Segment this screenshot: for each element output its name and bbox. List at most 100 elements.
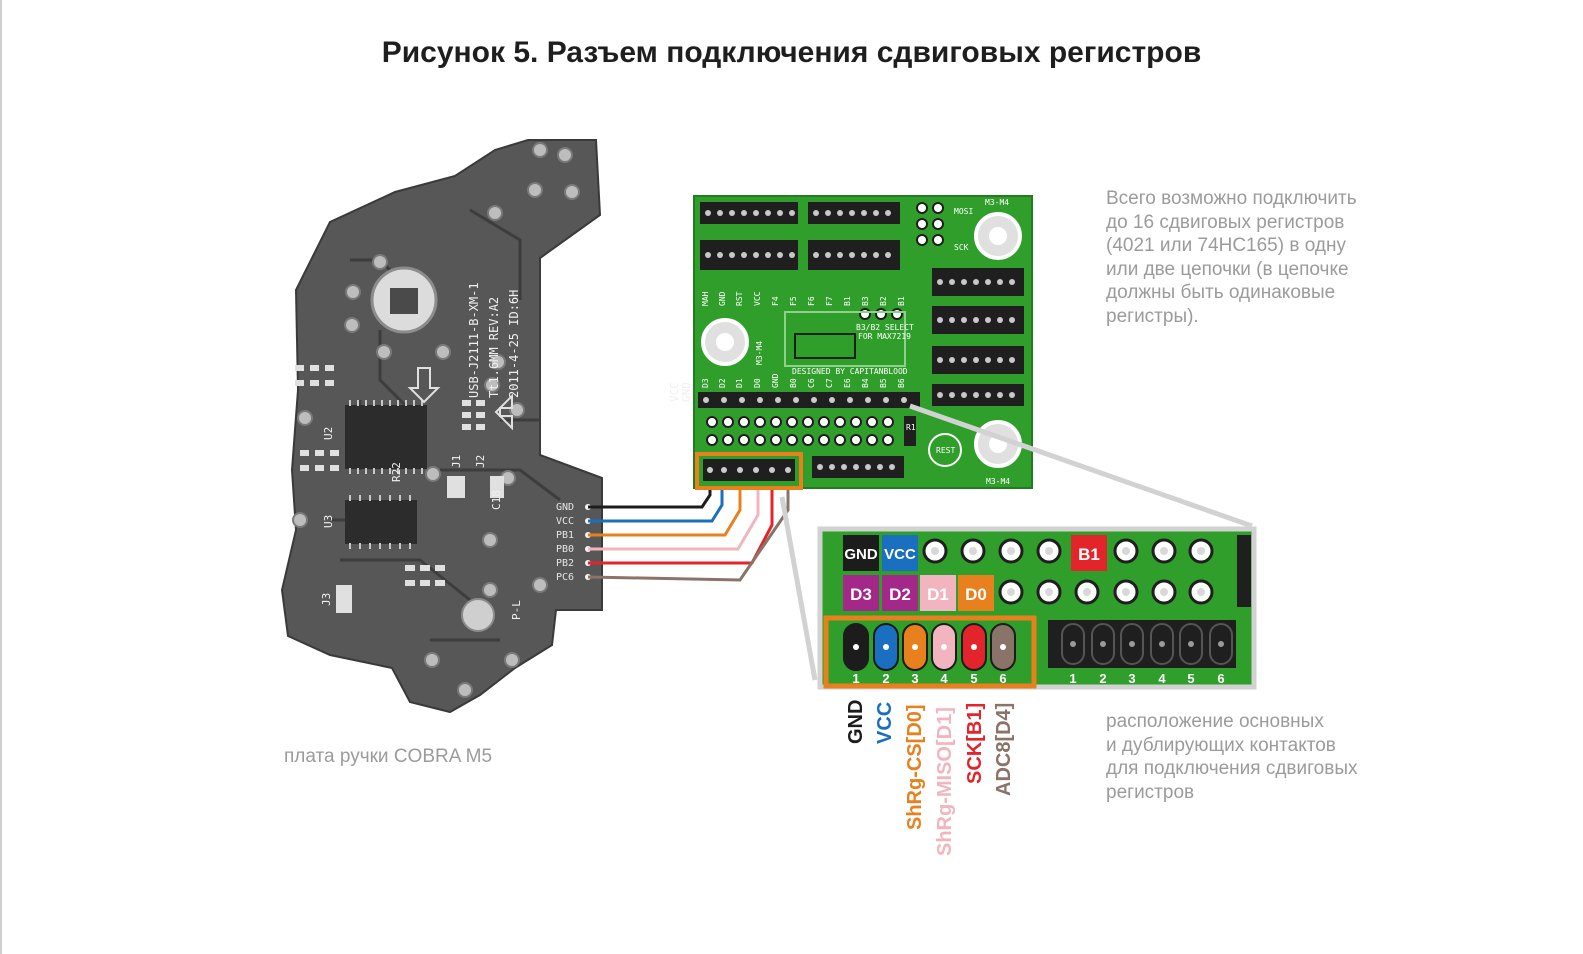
green-reset-button (928, 433, 962, 467)
cobra-connector-pins: GND VCC PB1 PB0 PB2 PC6 (556, 502, 574, 583)
pad-d3 (843, 575, 879, 611)
green-label-mosi: MOSI (954, 207, 973, 216)
green-pin-row-labels: MAH GND RST VCC F4 F5 F6 F7 B1 B3 B2 B1 (701, 291, 906, 306)
green-silk-text: MOSI SCK M3-M4 B3/B2 SELECT FOR MAX7219 … (755, 198, 1010, 486)
svg-text:B4: B4 (861, 378, 870, 388)
cobra-pin-pc6: PC6 (556, 572, 574, 583)
svg-text:D3: D3 (701, 378, 710, 388)
cobra-ref-j1: J1 (450, 455, 463, 468)
pad-label-vcc: VCC (884, 546, 916, 563)
svg-text:5: 5 (970, 671, 977, 686)
cobra-ref-pl: P-L (510, 600, 523, 620)
wire-gnd (588, 462, 712, 509)
signal-label-gnd: GND (845, 699, 867, 744)
svg-text:B6: B6 (897, 378, 906, 388)
green-max-inner (794, 333, 856, 359)
cobra-side-gnd: GND (680, 382, 693, 402)
signal-label-vcc: VCC (874, 701, 896, 744)
green-connector-body (703, 459, 795, 481)
cobra-silk-line-3: 2011-4-25 ID:6H (507, 290, 521, 398)
green-r1-component (904, 416, 916, 446)
green-board: MOSI SCK M3-M4 B3/B2 SELECT FOR MAX7219 … (693, 195, 1033, 490)
cobra-pads (292, 142, 580, 698)
green-pin-row-dots (703, 397, 907, 403)
svg-text:RST: RST (735, 291, 744, 306)
signal-label-adc: ADC8[D4] (993, 702, 1015, 796)
note-top: Всего возможно подключить до 16 сдвиговы… (1106, 188, 1357, 327)
cobra-board-outline (280, 139, 603, 714)
cobra-ref-c18: C18 (490, 490, 503, 510)
zoom-connector-numbers: 1 2 3 4 5 6 (852, 671, 1006, 686)
green-connector-box (695, 452, 803, 490)
svg-text:F4: F4 (771, 296, 780, 306)
green-label-select: B3/B2 SELECT (856, 323, 914, 332)
svg-text:B1: B1 (843, 296, 852, 306)
cobra-ref-j2: J2 (474, 455, 487, 468)
svg-text:B2: B2 (879, 296, 888, 306)
green-label-rest: REST (936, 446, 955, 455)
green-isp-pads (916, 202, 944, 246)
svg-text:B3: B3 (861, 296, 870, 306)
pad-gnd (843, 535, 879, 571)
pad-label-d2: D2 (889, 585, 911, 604)
svg-text:5: 5 (1187, 671, 1194, 686)
green-label-m3m4-bottom: M3-M4 (986, 477, 1010, 486)
svg-text:F7: F7 (825, 296, 834, 306)
zoom-connector-pin-dots (853, 644, 1006, 650)
svg-text:F6: F6 (807, 296, 816, 306)
green-label-max7219: FOR MAX7219 (858, 332, 911, 341)
svg-text:6: 6 (999, 671, 1006, 686)
signal-label-miso: ShRg-MISO[D1] (934, 707, 956, 856)
pad-d2 (882, 575, 918, 611)
pad-d1 (920, 575, 956, 611)
svg-text:C7: C7 (825, 378, 834, 388)
svg-text:C6: C6 (807, 378, 816, 388)
cobra-silk-line-2: Tt1.6MM REV:A2 (487, 297, 501, 398)
green-header-pins (705, 210, 1015, 470)
cobra-pin-pb0: PB0 (556, 544, 574, 555)
cobra-ic-u3 (345, 500, 417, 544)
green-proto-grid (706, 416, 894, 446)
svg-text:F5: F5 (789, 296, 798, 306)
cobra-ref-r22: R22 (390, 462, 403, 482)
cobra-pin-gnd: GND (556, 502, 574, 513)
cobra-arrow-1 (407, 367, 441, 404)
pad-d0 (958, 575, 994, 611)
svg-text:VCC: VCC (753, 291, 762, 306)
green-pin-row (698, 392, 920, 408)
cobra-arrow-2 (494, 393, 513, 431)
cobra-smd-parts (295, 365, 504, 613)
green-label-r1: R1 (906, 423, 916, 432)
green-max-outline (784, 311, 906, 367)
svg-text:E6: E6 (843, 378, 852, 388)
svg-text:6: 6 (1217, 671, 1224, 686)
svg-text:MAH: MAH (701, 291, 710, 306)
zoom-colored-pads (843, 535, 1107, 611)
cobra-pin-vcc: VCC (556, 516, 574, 527)
green-label-designed: DESIGNED BY CAPITANBLOOD (792, 367, 908, 376)
pad-label-d0: D0 (965, 585, 987, 604)
pad-vcc (882, 535, 918, 571)
svg-text:4: 4 (1158, 671, 1166, 686)
svg-text:3: 3 (911, 671, 918, 686)
zoom-grid-hole-centers (931, 547, 1205, 596)
cobra-ref-labels: U2 U3 J1 J2 J3 R22 C18 P-L (320, 427, 523, 620)
zoom-pad-labels: GND VCC B1 D3 D2 D1 D0 (844, 545, 1100, 604)
signal-label-sck: SCK[B1] (964, 702, 986, 784)
cobra-silk-line-1: USB-J2111-B-XM-1 (467, 282, 481, 398)
svg-text:D0: D0 (753, 378, 762, 388)
zoom-edge-header (1237, 535, 1251, 607)
pad-label-b1: B1 (1078, 545, 1100, 564)
cobra-pin-pb1: PB1 (556, 530, 574, 541)
svg-text:2: 2 (1099, 671, 1106, 686)
zoom-connector-box (823, 615, 1037, 689)
green-label-sck: SCK (954, 243, 969, 252)
green-bottom-row-labels: D3 D2 D1 D0 GND B0 C6 C7 E6 B4 B5 B6 (701, 373, 906, 388)
pad-label-d1: D1 (927, 585, 949, 604)
cobra-pin-pb2: PB2 (556, 558, 574, 569)
svg-text:D2: D2 (718, 378, 727, 388)
green-mount-hole-2-center (716, 333, 734, 351)
zoom-second-connector-dots (1070, 641, 1224, 647)
zoom-panel: GND VCC B1 D3 D2 D1 D0 1 2 3 4 5 (817, 526, 1257, 690)
